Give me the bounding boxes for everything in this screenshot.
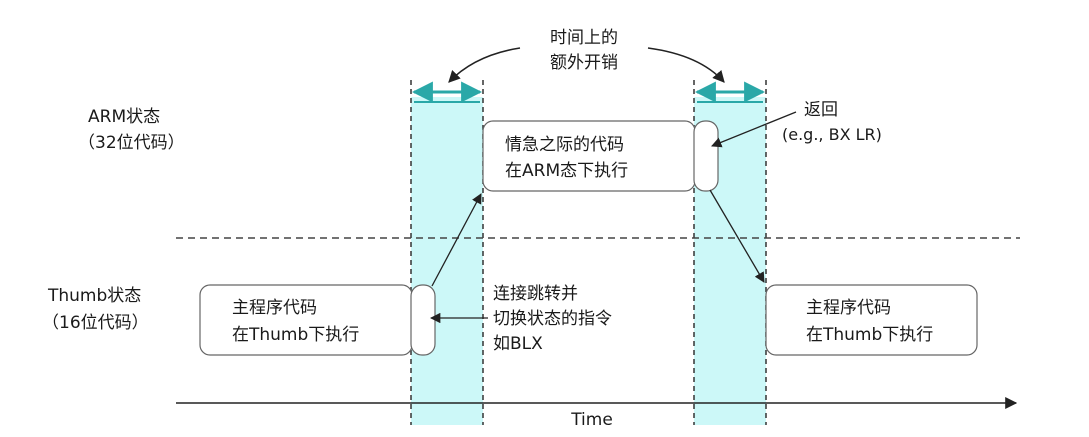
overhead-label-line2: 额外开销	[550, 53, 618, 73]
time-axis-label: Time	[570, 410, 613, 430]
thumb-state-label: Thumb状态	[47, 286, 141, 306]
arm-code-line1: 情急之际的代码	[505, 135, 624, 155]
main-program-right-line1: 主程序代码	[806, 298, 891, 318]
return-label: 返回	[804, 100, 838, 120]
return-example-label: (e.g., BX LR)	[782, 125, 882, 144]
overhead-arrow-left	[448, 47, 521, 83]
main-program-right-line2: 在Thumb下执行	[806, 325, 933, 345]
switch-label-line2: 切换状态的指令	[493, 309, 612, 329]
overhead-width-marker-right	[694, 81, 766, 103]
main-program-box-right	[765, 284, 978, 356]
switch-label-line1: 连接跳转并	[493, 284, 578, 304]
arm-code-line2: 在ARM态下执行	[505, 161, 628, 181]
arm-state-label: ARM状态	[88, 107, 160, 127]
overhead-arrow-right	[647, 47, 725, 83]
return-to-thumb-arrow	[709, 189, 765, 283]
switch-instruction-pill	[410, 284, 436, 356]
main-program-left-line1: 主程序代码	[232, 298, 317, 318]
overhead-label-line1: 时间上的	[550, 28, 618, 48]
overhead-width-marker-left	[411, 81, 483, 103]
return-instruction-pill	[693, 120, 719, 192]
thumb-state-sublabel: （16位代码）	[42, 313, 149, 333]
switch-label-line3: 如BLX	[493, 334, 543, 354]
main-program-left-line2: 在Thumb下执行	[232, 325, 359, 345]
arm-state-sublabel: （32位代码）	[78, 133, 185, 153]
branch-to-arm-arrow	[431, 193, 482, 287]
return-label-arrow	[711, 111, 797, 148]
overhead-band-left	[411, 97, 483, 425]
